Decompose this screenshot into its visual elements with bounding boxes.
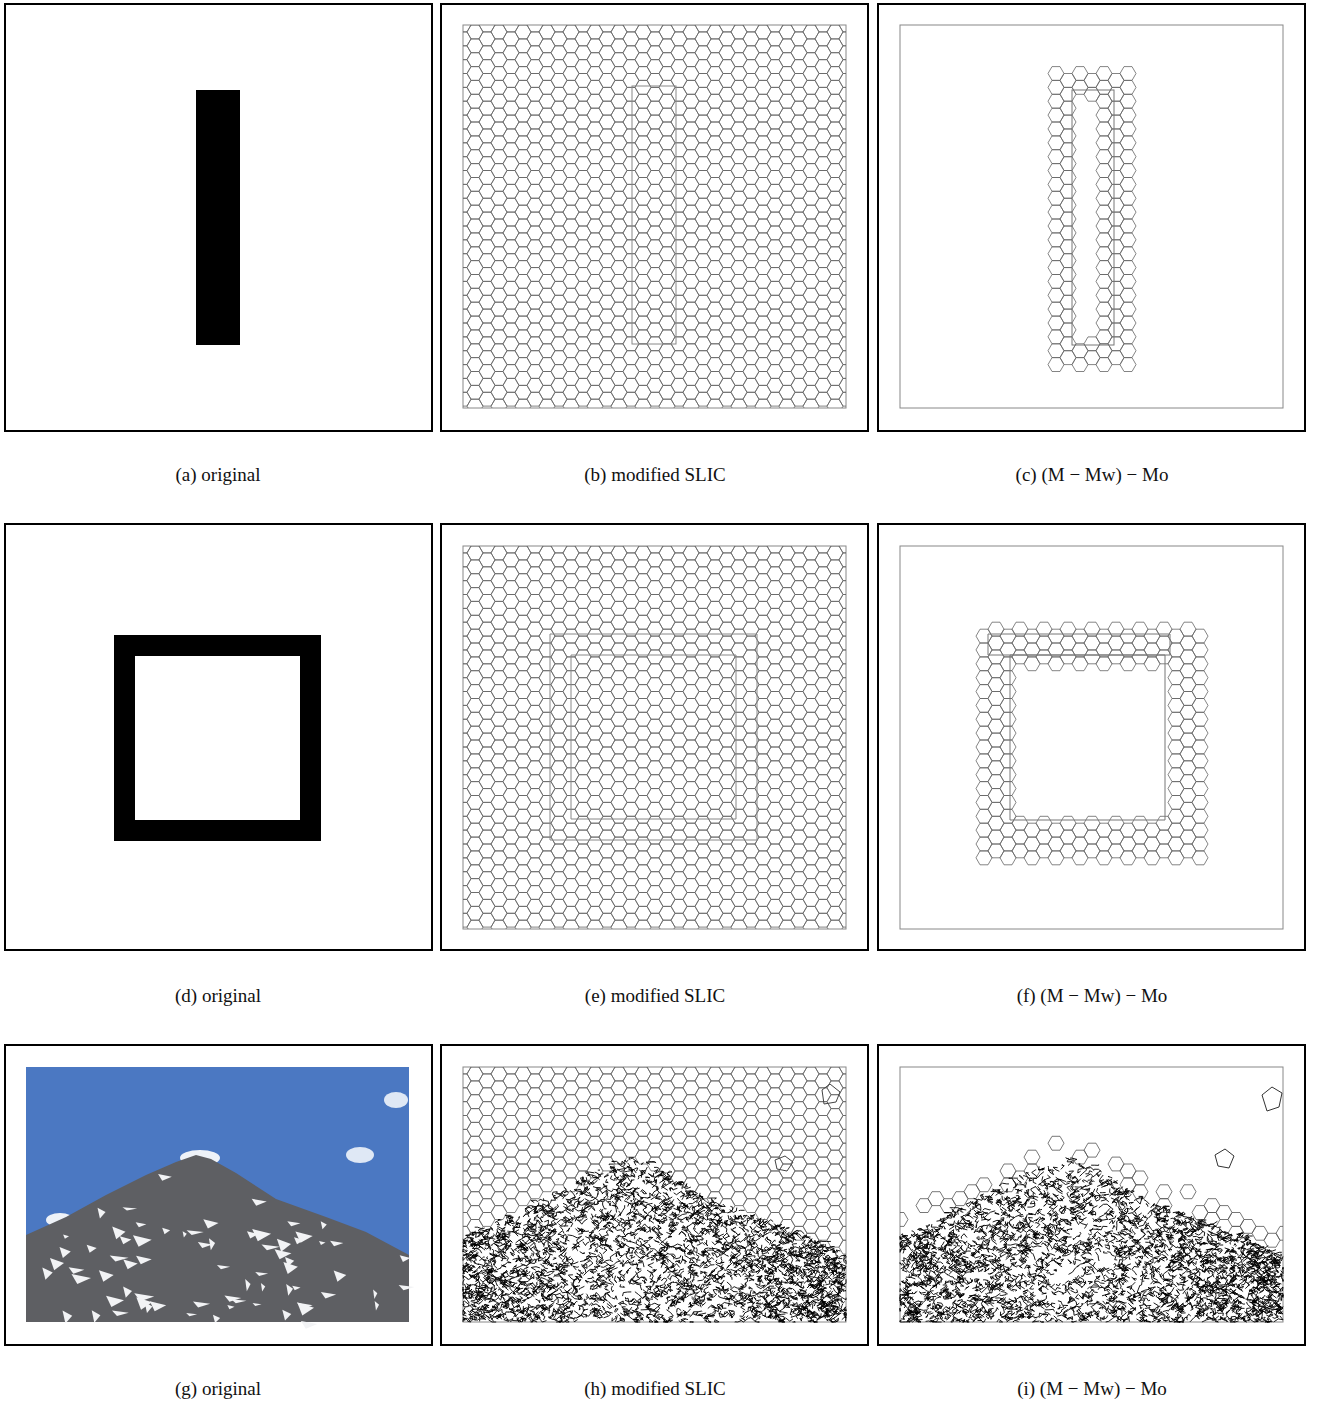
snow-patch: [252, 1199, 267, 1206]
texture-contours: [900, 1157, 1283, 1322]
subfigure-caption: (e) modified SLIC: [585, 985, 725, 1007]
snow-patch: [301, 1321, 318, 1329]
hexagon-grid: [463, 25, 846, 408]
subfigure-caption: (h) modified SLIC: [584, 1378, 725, 1400]
boundary-superpixels: [1048, 67, 1136, 372]
snow-patch: [261, 1245, 279, 1251]
cloud-contours: [775, 1084, 840, 1171]
snow-patch: [150, 1301, 166, 1311]
mountain-photo: [26, 1067, 415, 1329]
snow-patch: [193, 1301, 210, 1307]
black-square-ring: [114, 635, 321, 841]
snow-patch: [106, 1296, 124, 1307]
snow-patch: [224, 1295, 241, 1301]
cloud-contours: [1215, 1087, 1282, 1168]
snow-patch: [112, 1310, 129, 1316]
snow-patch: [162, 1228, 170, 1234]
snow-patch: [123, 1286, 132, 1297]
snow-patch: [282, 1310, 291, 1321]
snow-patch: [136, 1222, 147, 1227]
snow-patch: [319, 1241, 325, 1245]
ring-outline: [550, 634, 757, 840]
snow-patch: [261, 1283, 265, 1292]
snow-patch: [87, 1245, 97, 1253]
superpixel-overlays: [455, 18, 1292, 1322]
snow-patch: [286, 1284, 293, 1296]
hexagon-grid: [463, 546, 846, 929]
snow-patch: [227, 1305, 234, 1309]
snow-patch: [275, 1249, 292, 1259]
panel-frames: [5, 4, 1305, 1345]
snow-patch: [187, 1230, 204, 1235]
snow-patch: [98, 1208, 106, 1219]
subfigure-caption: (c) (M − Mw) − Mo: [1016, 464, 1169, 486]
snow-patch: [321, 1292, 336, 1299]
snow-patch: [183, 1231, 187, 1237]
snow-patch: [330, 1241, 343, 1246]
subfigure-caption: (f) (M − Mw) − Mo: [1017, 985, 1168, 1007]
subfigure-caption: (g) original: [175, 1378, 261, 1400]
inner-frame: [900, 25, 1283, 408]
snow-patch: [297, 1302, 314, 1315]
snow-patch: [285, 1257, 294, 1267]
inner-frame: [900, 546, 1283, 929]
snow-patch: [63, 1311, 73, 1324]
snow-patch: [334, 1270, 347, 1281]
snow-patch: [295, 1231, 312, 1242]
snow-patch: [255, 1272, 268, 1276]
snow-patch: [321, 1221, 327, 1229]
snow-patch: [158, 1174, 172, 1181]
snow-patch: [375, 1301, 379, 1311]
snow-patch: [133, 1235, 152, 1247]
snow-patch: [110, 1255, 129, 1261]
snow-patch: [217, 1265, 230, 1269]
boundary-superpixels: [976, 622, 1208, 865]
snow-patch: [203, 1219, 218, 1228]
snow-patch: [400, 1255, 411, 1262]
snow-patch: [122, 1207, 137, 1210]
snow-patch: [120, 1236, 132, 1244]
bar-outline: [632, 86, 676, 344]
snow-patch: [277, 1239, 291, 1252]
snow-patch: [186, 1313, 197, 1316]
bar-outline: [1072, 90, 1114, 345]
snow-patch: [92, 1310, 101, 1323]
ring-outline: [988, 634, 1170, 820]
subfigure-caption: (i) (M − Mw) − Mo: [1017, 1378, 1167, 1400]
snow-patch: [136, 1256, 152, 1264]
snow-patch: [59, 1247, 70, 1258]
texture-contours: [463, 1158, 846, 1322]
snow-patch: [245, 1279, 250, 1291]
subfigure-caption: (b) modified SLIC: [584, 464, 725, 486]
snow-patch: [123, 1259, 137, 1269]
snow-patch: [136, 1297, 152, 1310]
snow-patch: [209, 1238, 215, 1250]
snow-patch: [71, 1274, 91, 1284]
snow-patch: [213, 1315, 220, 1323]
snow-patch: [399, 1285, 415, 1290]
snow-patch: [42, 1268, 52, 1280]
subfigure-caption: (a) original: [176, 464, 261, 486]
snow-patch: [50, 1258, 64, 1270]
snow-patch: [63, 1234, 69, 1238]
snow-patch: [287, 1221, 300, 1226]
snow-patch: [99, 1270, 114, 1282]
inner-frame: [463, 1067, 846, 1322]
subfigure-caption: (d) original: [175, 985, 261, 1007]
black-bar: [196, 90, 240, 345]
snow-patch: [292, 1286, 300, 1290]
snow-patch: [373, 1290, 377, 1299]
snow-patch: [69, 1267, 85, 1274]
snow-patch: [253, 1303, 262, 1306]
inner-frame: [900, 1067, 1283, 1322]
snow-patch: [252, 1229, 271, 1241]
